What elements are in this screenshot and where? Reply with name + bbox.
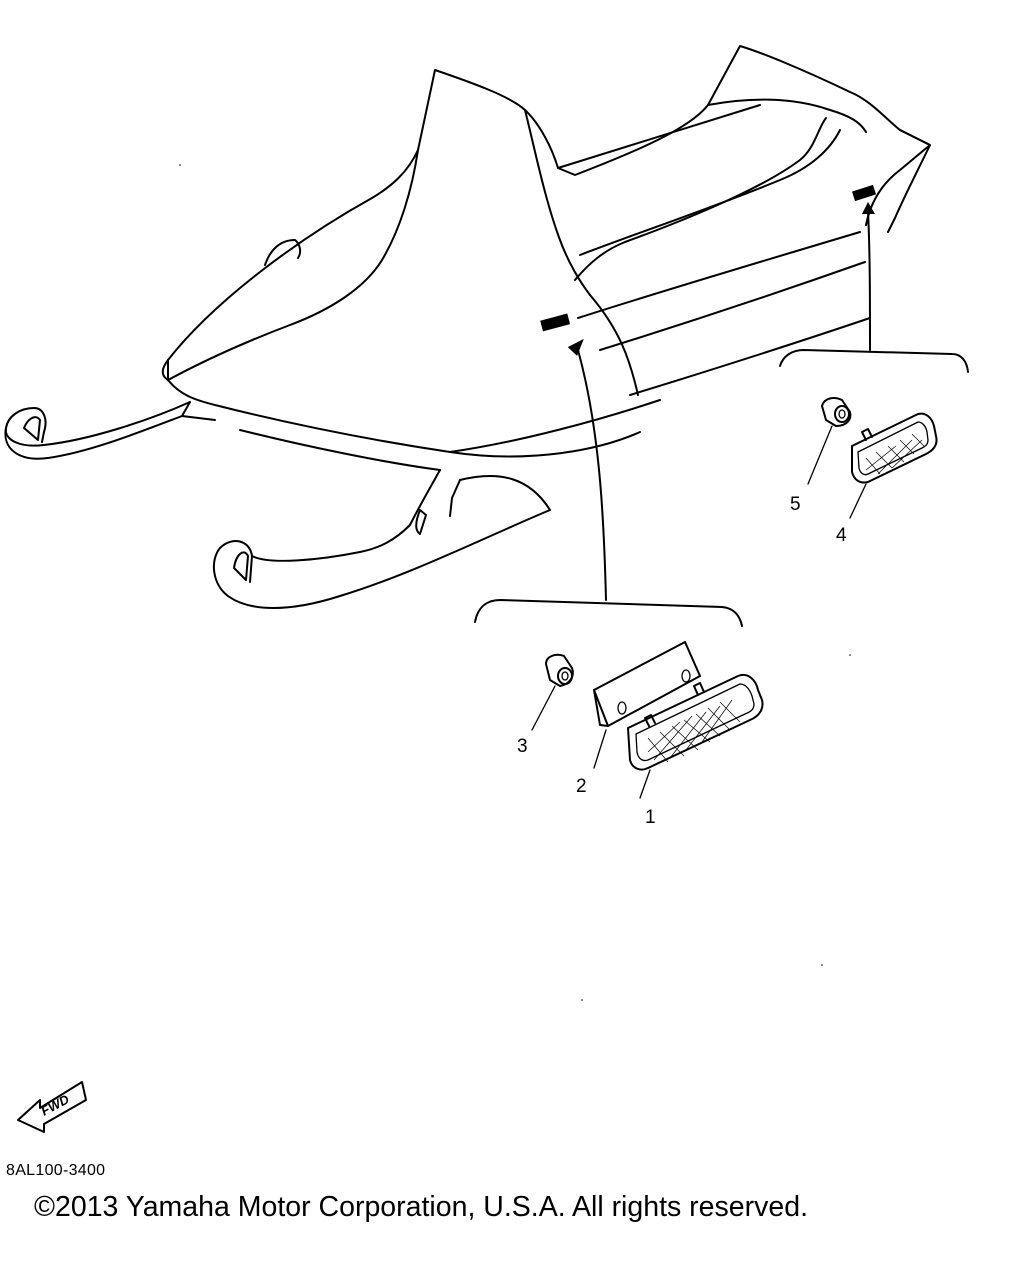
reflector-group-2-bracket <box>779 202 969 373</box>
callout-4: 4 <box>836 525 847 546</box>
reflector-base-part-2 <box>593 641 701 727</box>
fwd-arrow-icon: FWD <box>17 1081 87 1133</box>
reflector-part-1 <box>627 674 764 771</box>
callout-3: 3 <box>517 736 528 757</box>
copyright-notice: ©2013 Yamaha Motor Corporation, U.S.A. A… <box>34 1191 808 1223</box>
reflector-part-4 <box>851 412 938 484</box>
callout-5: 5 <box>790 494 801 515</box>
drawing-code: 8AL100-3400 <box>6 1162 106 1179</box>
leader-lines <box>531 425 867 799</box>
snowmobile-body <box>161 45 931 458</box>
callout-2: 2 <box>576 776 587 797</box>
nut-part-5 <box>821 397 852 427</box>
callout-1: 1 <box>645 807 656 828</box>
reflector-group-1-bracket <box>474 338 743 627</box>
front-skis <box>4 401 551 609</box>
nut-part-3 <box>545 653 574 687</box>
fwd-label: FWD <box>38 1091 72 1118</box>
